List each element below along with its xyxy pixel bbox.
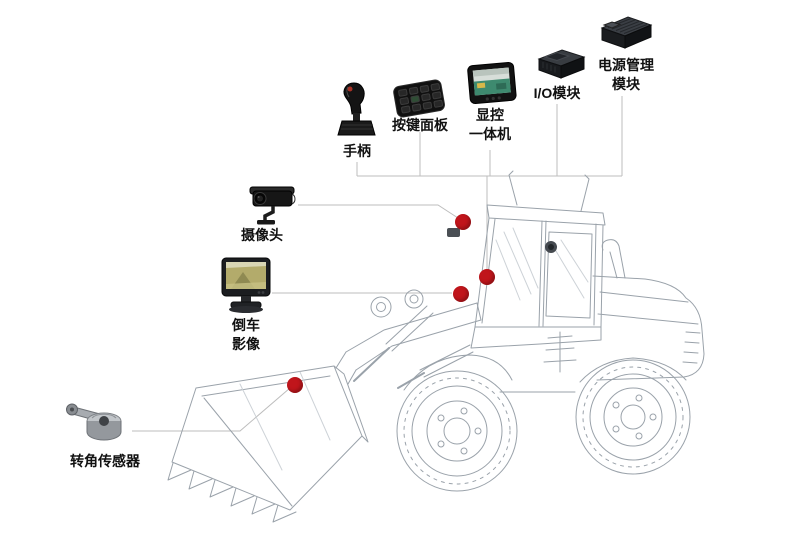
label-joystick: 手柄 [343,143,371,159]
power-module-photo [594,8,656,61]
install-point-marker [453,286,469,302]
rear-view-monitor-photo [219,256,273,319]
angle-sensor-photo [64,394,132,453]
label-keypad: 按键面板 [392,117,448,133]
bucket [167,365,369,523]
vehicle-wireframe [167,170,705,523]
cab-front-camera-icon [447,228,460,237]
cab [447,170,606,373]
boom-linkage [335,289,576,393]
label-power-module: 电源管理 模块 [598,57,654,92]
label-camera: 摄像头 [241,227,283,243]
joystick-photo [333,80,381,147]
install-point-marker [455,214,471,230]
front-wheel [396,370,518,492]
label-angle-sensor: 转角传感器 [70,453,140,469]
label-display-unit: 显控 一体机 [469,107,511,142]
io-module-photo [529,42,587,89]
label-io-module: I/O模块 [533,85,581,101]
install-point-marker [287,377,303,393]
install-point-marker [479,269,495,285]
display-unit-photo [466,60,518,113]
keypad-photo [391,74,447,127]
camera-photo [240,182,298,233]
label-rear-view: 倒车 影像 [232,317,260,352]
rear-wheel [575,359,691,475]
connector-lines [132,96,623,432]
